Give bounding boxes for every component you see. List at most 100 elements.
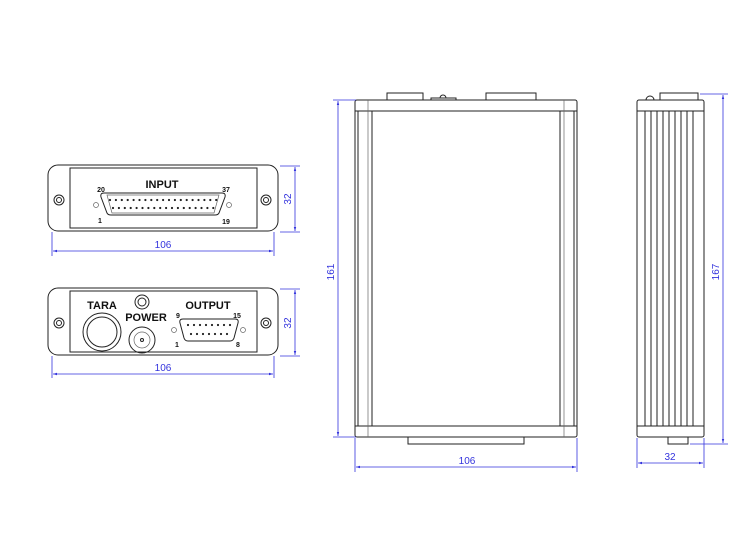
dim-length-161: 161 xyxy=(326,263,337,280)
pin-icon xyxy=(209,198,212,202)
pin-icon xyxy=(210,323,214,327)
pin-icon xyxy=(138,198,141,202)
pin-icon xyxy=(222,323,226,327)
pin-label: 1 xyxy=(175,342,179,349)
pin-icon xyxy=(129,206,132,210)
pin-icon xyxy=(203,198,206,202)
pin-icon xyxy=(162,198,165,202)
pin-icon xyxy=(123,206,126,210)
power-label: POWER xyxy=(125,312,167,324)
pin-icon xyxy=(191,198,194,202)
dim-output-height: 32 xyxy=(283,317,294,329)
output-title: OUTPUT xyxy=(185,300,231,312)
pin-icon xyxy=(182,206,185,210)
side-view xyxy=(636,92,705,445)
pin-icon xyxy=(194,206,197,210)
tara-button-icon xyxy=(82,312,122,352)
pin-icon xyxy=(173,198,176,202)
screw-hole-icon xyxy=(53,194,65,206)
db37-pins xyxy=(108,198,218,210)
pin-label: 19 xyxy=(222,219,230,226)
dim-width-106: 106 xyxy=(459,456,476,467)
cooling-ribs xyxy=(644,111,694,426)
pin-label: 1 xyxy=(98,218,102,225)
input-panel-face xyxy=(69,167,258,229)
pin-icon xyxy=(167,198,171,202)
db37-connector-icon xyxy=(100,192,226,216)
pin-icon xyxy=(108,198,112,202)
led-indicator-icon xyxy=(134,294,150,310)
db15-connector-icon xyxy=(179,318,239,342)
pin-icon xyxy=(153,206,156,210)
pin-icon xyxy=(206,206,209,210)
pin-label: 15 xyxy=(233,313,241,320)
pin-icon xyxy=(188,206,191,210)
input-panel-view: INPUT 20 37 1 19 xyxy=(47,164,279,232)
pin-icon xyxy=(159,206,162,210)
power-jack-icon xyxy=(128,326,156,354)
pin-icon xyxy=(176,206,179,210)
pin-icon xyxy=(141,206,144,210)
output-panel-outline xyxy=(47,287,279,356)
pin-icon xyxy=(212,206,215,210)
pin-icon xyxy=(216,323,220,327)
output-dimensions: 32 106 xyxy=(51,288,300,378)
dim-input-height: 32 xyxy=(283,193,294,205)
pin-icon xyxy=(132,198,135,202)
pin-icon xyxy=(186,323,190,327)
screw-hole-icon xyxy=(260,317,272,329)
pin-icon xyxy=(192,323,196,327)
pin-label: 37 xyxy=(222,187,230,194)
top-view-dimensions: 161 106 xyxy=(326,99,578,472)
pin-icon xyxy=(156,198,159,202)
side-view-dimensions: 167 32 xyxy=(636,93,728,468)
pin-icon xyxy=(198,323,202,327)
pin-label: 20 xyxy=(97,187,105,194)
db15-pins xyxy=(186,323,232,336)
dim-length-167: 167 xyxy=(711,263,722,280)
pin-icon xyxy=(204,323,208,327)
pin-icon xyxy=(144,198,147,202)
pin-icon xyxy=(126,198,129,202)
output-panel-face xyxy=(69,290,258,353)
pin-icon xyxy=(179,198,182,202)
pin-icon xyxy=(165,206,168,210)
tara-label: TARA xyxy=(87,300,117,312)
pin-icon xyxy=(213,332,217,336)
output-panel-view: TARA POWER OUTPUT 9 15 1 8 xyxy=(47,287,279,356)
pin-label: 9 xyxy=(176,313,180,320)
pin-icon xyxy=(197,198,200,202)
enclosure-outline xyxy=(354,99,578,438)
pin-icon xyxy=(200,206,203,210)
top-view xyxy=(354,92,578,445)
mount-hole-icon xyxy=(93,202,99,208)
dim-output-width: 106 xyxy=(155,363,172,374)
pin-icon xyxy=(114,198,117,202)
pin-icon xyxy=(201,332,205,336)
mount-hole-icon xyxy=(226,202,232,208)
pin-icon xyxy=(120,198,123,202)
dim-input-width: 106 xyxy=(155,240,172,251)
pin-icon xyxy=(228,323,232,327)
pin-icon xyxy=(189,332,193,336)
pin-icon xyxy=(207,332,211,336)
pin-icon xyxy=(147,206,150,210)
bottom-connector xyxy=(407,436,525,445)
mount-hole-icon xyxy=(240,327,246,333)
pin-icon xyxy=(150,198,153,202)
pin-icon xyxy=(219,332,223,336)
side-enclosure-outline xyxy=(636,99,705,438)
input-panel-outline xyxy=(47,164,279,232)
mount-hole-icon xyxy=(171,327,177,333)
input-dimensions: 32 106 xyxy=(51,165,300,256)
pin-icon xyxy=(117,206,120,210)
pin-icon xyxy=(170,206,174,210)
pin-icon xyxy=(195,332,199,336)
pin-label: 8 xyxy=(236,342,240,349)
pin-icon xyxy=(185,198,188,202)
pin-icon xyxy=(111,206,115,210)
pin-icon xyxy=(215,198,218,202)
dim-depth-32: 32 xyxy=(664,452,676,463)
input-title: INPUT xyxy=(146,179,179,191)
